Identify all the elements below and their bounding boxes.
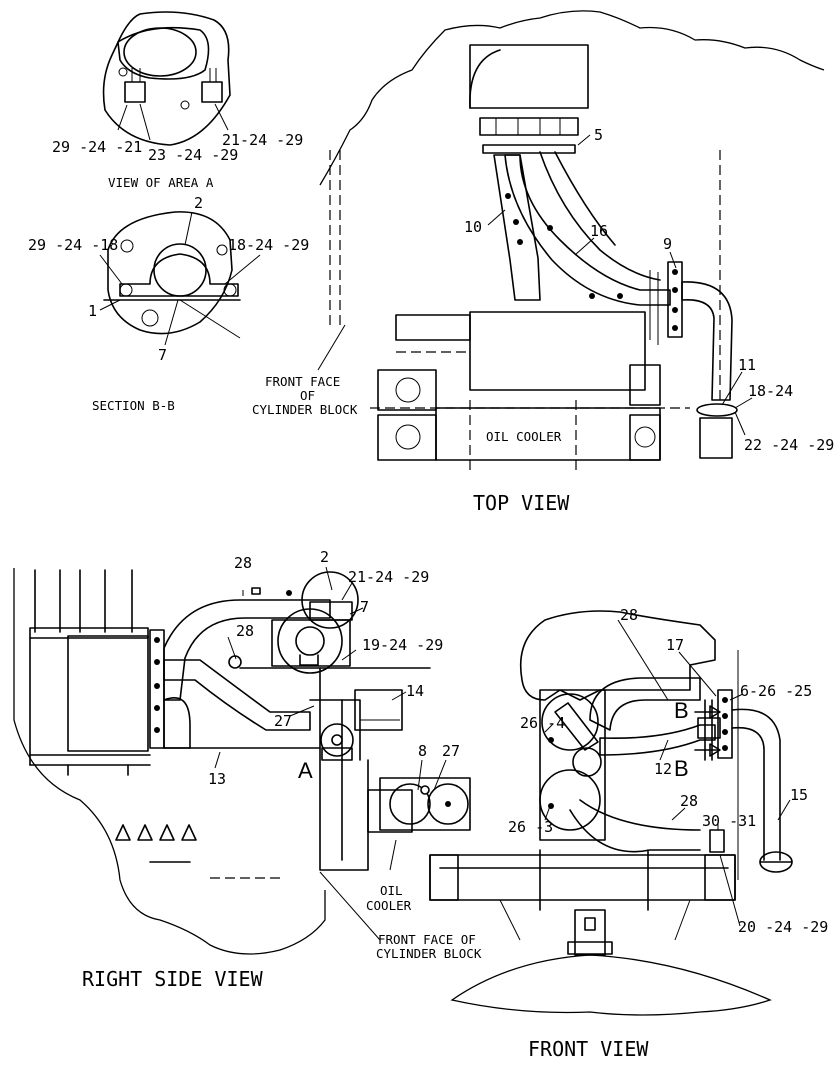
section-b-b: 2 29 -24 -18 18-24 -29 1 7 SECTION B-B [28,194,309,413]
callout-front-26-4: 26 -4 [520,714,565,732]
note-oil-cooler-side-2: COOLER [366,898,412,913]
callout-section-18-24-29: 18-24 -29 [228,236,309,254]
callout-front-28: 28 [680,792,698,810]
callout-front-28-top: 28 [620,606,638,624]
callout-side-13: 13 [208,770,226,788]
callout-top-10: 10 [464,218,482,236]
callout-front-15: 15 [790,786,808,804]
callout-top-16: 16 [590,222,608,240]
callout-top-5: 5 [594,126,603,144]
callout-front-12: 12 [654,760,672,778]
view-of-area-a-title: VIEW OF AREA A [108,175,214,190]
section-b-marker-top: B [674,698,689,723]
note-front-face-top-1: FRONT FACE [265,374,340,389]
callout-front-6-26-25: 6-26 -25 [740,682,812,700]
callout-side-19-24-29: 19-24 -29 [362,636,443,654]
callout-side-21-24-29: 21-24 -29 [348,568,429,586]
note-front-face-top-3: CYLINDER BLOCK [252,402,358,417]
top-view: 5 10 16 9 11 18-24 22 -24 -29 FRONT FACE… [252,10,834,515]
view-of-area-a: 29 -24 -21 23 -24 -29 21-24 -29 VIEW OF … [52,11,303,190]
callout-front-20-24-29: 20 -24 -29 [738,918,828,936]
note-front-face-top-2: OF [300,388,315,403]
callout-side-27-left: 27 [274,712,292,730]
callout-area-a-3: 21-24 -29 [222,131,303,149]
section-b-marker-bottom: B [674,756,689,781]
callout-section-29-24-18: 29 -24 -18 [28,236,118,254]
area-a-marker: A [298,758,313,783]
callout-side-27-right: 27 [442,742,460,760]
callout-area-a-2: 23 -24 -29 [148,146,238,164]
callout-top-9: 9 [663,235,672,253]
note-oil-cooler-side-1: OIL [380,883,403,898]
note-front-face-side-2: CYLINDER BLOCK [376,946,482,961]
callout-side-2: 2 [320,548,329,566]
callout-area-a-1: 29 -24 -21 [52,138,142,156]
callout-front-26-3: 26 -3 [508,818,553,836]
callout-side-14: 14 [406,682,424,700]
callout-side-28-top: 28 [234,554,252,572]
callout-side-8: 8 [418,742,427,760]
callout-top-11: 11 [738,356,756,374]
callout-section-7: 7 [158,346,167,364]
right-side-view-title: RIGHT SIDE VIEW [82,967,264,991]
note-front-face-side-1: FRONT FACE OF [378,932,476,947]
right-side-view: 28 2 21-24 -29 7 28 19-24 -29 14 8 27 27… [13,548,482,991]
section-b-b-title: SECTION B-B [92,398,175,413]
callout-side-28: 28 [236,622,254,640]
callout-section-1: 1 [88,302,97,320]
callout-top-22-24-29: 22 -24 -29 [744,436,834,454]
callout-front-17: 17 [666,636,684,654]
callout-top-18-24: 18-24 [748,382,793,400]
front-view: 28 17 6-26 -25 26 -4 12 28 30 -31 15 26 … [429,606,828,1061]
front-view-title: FRONT VIEW [528,1037,649,1061]
callout-section-2: 2 [194,194,203,212]
callout-side-7: 7 [360,598,369,616]
top-view-title: TOP VIEW [473,491,570,515]
note-oil-cooler-top: OIL COOLER [486,429,562,444]
callout-front-30-31: 30 -31 [702,812,756,830]
